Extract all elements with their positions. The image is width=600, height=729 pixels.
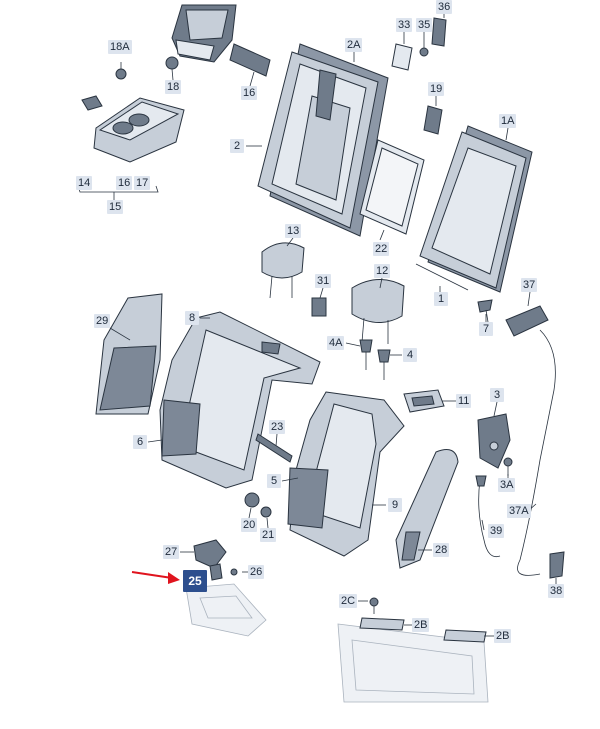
callout-38: 38 bbox=[548, 584, 565, 598]
cupholder-armrest-part bbox=[77, 95, 185, 200]
bolt-18 bbox=[165, 56, 179, 81]
callout-1a: 1A bbox=[499, 114, 517, 128]
bushings-20-21 bbox=[244, 492, 272, 518]
seatback-cover-right-5-9 bbox=[287, 391, 405, 557]
callout-35: 35 bbox=[416, 18, 433, 32]
headrest-guides-4-4a bbox=[359, 339, 391, 380]
plates-2b bbox=[359, 617, 487, 643]
callout-4: 4 bbox=[403, 348, 417, 362]
callout-19: 19 bbox=[428, 82, 445, 96]
seatback-frame-right-part bbox=[415, 125, 533, 293]
seatback-cover-left-6 bbox=[159, 311, 321, 489]
callout-37a: 37A bbox=[507, 504, 531, 518]
callout-22: 22 bbox=[373, 242, 390, 256]
callout-33: 33 bbox=[396, 18, 413, 32]
callout-9: 9 bbox=[388, 498, 402, 512]
seat-base-ghost-right bbox=[337, 623, 489, 703]
small-parts-33-35-36 bbox=[391, 17, 447, 71]
callout-1: 1 bbox=[434, 292, 448, 306]
callout-5: 5 bbox=[267, 474, 281, 488]
seat-base-ghost-left bbox=[185, 583, 267, 637]
latch-assembly-25-26-27 bbox=[193, 539, 238, 581]
callout-16-bottom: 16 bbox=[116, 176, 133, 190]
part-38 bbox=[549, 551, 565, 579]
callout-6: 6 bbox=[133, 435, 147, 449]
red-pointer-arrow bbox=[131, 571, 180, 584]
callout-20: 20 bbox=[241, 518, 258, 532]
trim-panel-28 bbox=[395, 449, 459, 569]
screw-2c bbox=[369, 597, 379, 614]
strip-23 bbox=[255, 433, 293, 463]
leader-lines bbox=[109, 10, 557, 637]
screw-3a bbox=[503, 457, 513, 476]
latch-19 bbox=[423, 105, 443, 135]
callout-21: 21 bbox=[260, 528, 277, 542]
hinge-3 bbox=[477, 413, 511, 469]
callout-2b-left: 2B bbox=[412, 618, 430, 632]
callout-18: 18 bbox=[165, 80, 182, 94]
callout-31: 31 bbox=[315, 274, 332, 288]
callout-4a: 4A bbox=[327, 336, 345, 350]
switch-37 bbox=[505, 305, 556, 576]
callout-37: 37 bbox=[521, 278, 538, 292]
callout-23: 23 bbox=[269, 420, 286, 434]
callout-27: 27 bbox=[163, 545, 180, 559]
panel-11 bbox=[403, 389, 445, 413]
callout-16-top: 16 bbox=[241, 86, 258, 100]
callout-18a: 18A bbox=[108, 40, 132, 54]
callout-2a: 2A bbox=[345, 38, 363, 52]
clip-31 bbox=[311, 297, 327, 317]
headrest-12 bbox=[351, 279, 405, 344]
callout-3: 3 bbox=[490, 388, 504, 402]
callout-26: 26 bbox=[248, 565, 265, 579]
screw-7 bbox=[477, 299, 493, 323]
callout-14: 14 bbox=[76, 176, 93, 190]
callout-15: 15 bbox=[107, 200, 124, 214]
callout-12: 12 bbox=[374, 264, 391, 278]
headrest-13 bbox=[261, 242, 305, 299]
callout-7: 7 bbox=[479, 322, 493, 336]
seatback-frame-left-part bbox=[257, 43, 389, 237]
cable-39 bbox=[475, 475, 501, 558]
callout-25-highlighted[interactable]: 25 bbox=[183, 570, 207, 592]
pane-22 bbox=[359, 139, 425, 235]
hinge-bracket-part bbox=[171, 4, 237, 63]
callout-17: 17 bbox=[134, 176, 151, 190]
callout-11: 11 bbox=[456, 394, 472, 408]
callout-36: 36 bbox=[436, 0, 453, 14]
callout-2b-right: 2B bbox=[494, 629, 512, 643]
callout-8: 8 bbox=[185, 311, 199, 325]
callout-2c: 2C bbox=[339, 594, 358, 608]
callout-29: 29 bbox=[94, 314, 111, 328]
callout-2: 2 bbox=[230, 139, 244, 153]
callout-13: 13 bbox=[285, 224, 302, 238]
callout-28: 28 bbox=[433, 543, 450, 557]
callout-39: 39 bbox=[488, 524, 505, 538]
screw-18a bbox=[115, 62, 127, 80]
cover-pad-16 bbox=[229, 43, 271, 77]
side-bolster-29 bbox=[95, 293, 163, 415]
callout-3a: 3A bbox=[498, 478, 516, 492]
